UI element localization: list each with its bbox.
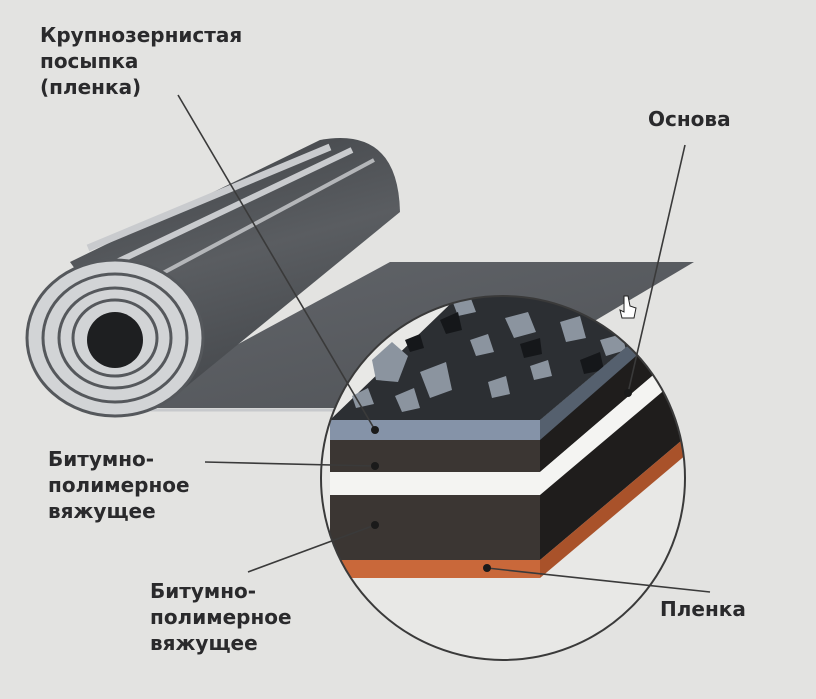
label-film-text: Пленка	[660, 597, 746, 621]
leader-base	[627, 144, 686, 394]
hand-cursor-icon	[619, 295, 637, 319]
roll-end-ring-2	[57, 286, 173, 390]
leader-dot-binder-top	[371, 462, 379, 470]
roll-end-ring-3	[71, 298, 159, 378]
granule-dark-chips	[405, 312, 604, 374]
granule-layer-front	[330, 420, 540, 440]
label-granules-line-3: (пленка)	[40, 75, 142, 99]
binder-bottom-front	[330, 495, 540, 560]
label-base-text: Основа	[648, 107, 731, 131]
binder-top-front	[330, 440, 540, 472]
leader-dot-binder-bottom	[371, 521, 379, 529]
leader-binder-top	[204, 461, 376, 467]
roll-end-ring-1	[41, 272, 189, 404]
label-binder-bottom-line-3: вяжущее	[150, 631, 258, 655]
label-binder-top: Битумно- полимерное вяжущее	[48, 446, 190, 524]
leader-dot-granules	[371, 426, 379, 434]
film-layer-side	[540, 425, 685, 578]
leader-film	[486, 567, 711, 593]
label-base: Основа	[648, 106, 731, 132]
granule-chips	[352, 296, 626, 412]
label-binder-bottom: Битумно- полимерное вяжущее	[150, 578, 292, 656]
label-granules-line-2: посыпка	[40, 49, 139, 73]
label-binder-top-line-2: полимерное	[48, 473, 190, 497]
binder-bottom-side	[540, 360, 685, 560]
label-film: Пленка	[660, 596, 746, 622]
label-binder-bottom-line-2: полимерное	[150, 605, 292, 629]
label-granules: Крупнозернистая посыпка (пленка)	[40, 22, 242, 100]
leader-granules	[177, 94, 376, 431]
magnifier-outline	[320, 295, 686, 661]
film-layer-front	[330, 560, 540, 578]
label-binder-bottom-line-1: Битумно-	[150, 579, 257, 603]
leader-binder-bottom	[247, 524, 376, 573]
base-layer	[330, 335, 685, 495]
leader-dot-base	[624, 389, 632, 397]
leader-dot-film	[483, 564, 491, 572]
label-granules-line-1: Крупнозернистая	[40, 23, 243, 47]
roll-core	[87, 312, 143, 368]
label-binder-top-line-1: Битумно-	[48, 447, 155, 471]
label-binder-top-line-3: вяжущее	[48, 499, 156, 523]
roll-stripe-1	[86, 143, 332, 252]
roll-stripe-2	[98, 147, 354, 273]
